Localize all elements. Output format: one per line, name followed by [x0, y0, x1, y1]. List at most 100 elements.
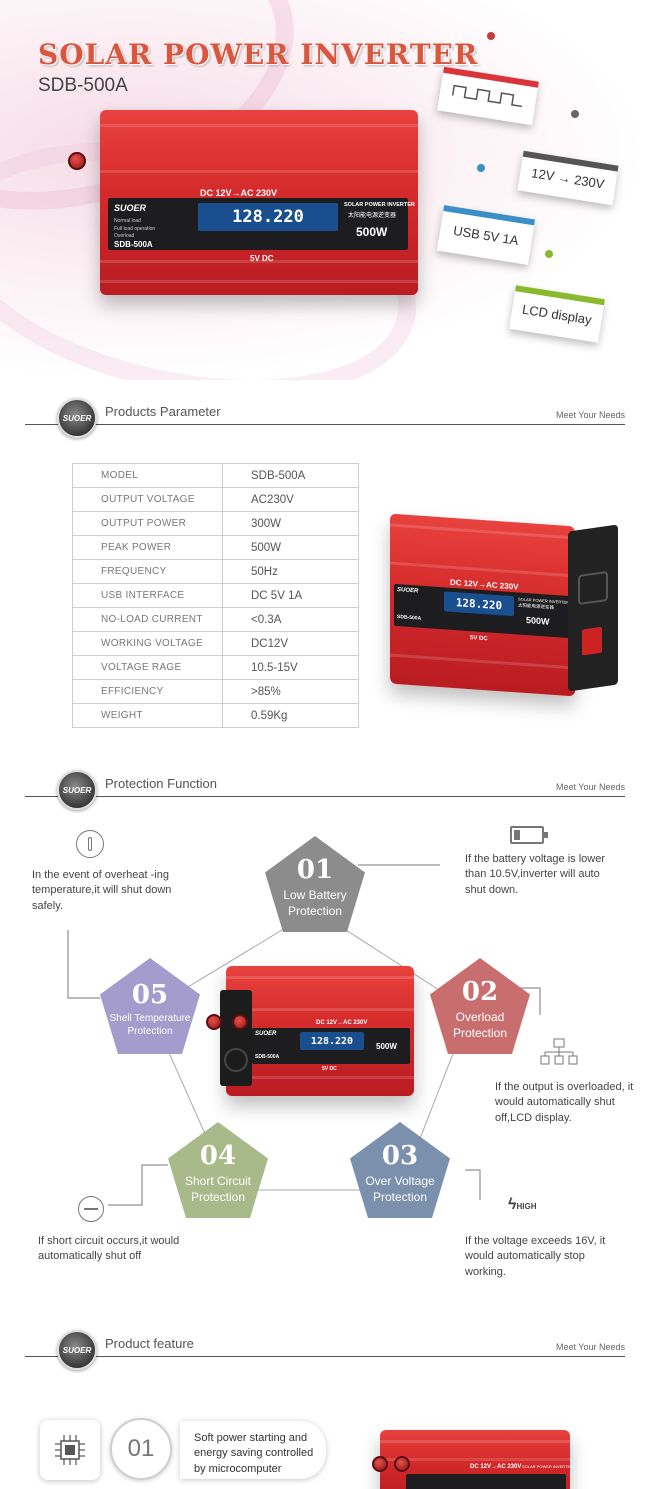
table-row: NO-LOAD CURRENT<0.3A — [72, 607, 359, 632]
page-title: SOLAR POWER INVERTER — [38, 38, 479, 71]
hero-banner: SOLAR POWER INVERTER SDB-500A DC 12V→AC … — [0, 0, 650, 380]
protection-number: 05 — [131, 979, 169, 1010]
section-subtitle: Meet Your Needs — [555, 782, 625, 792]
param-key: FREQUENCY — [72, 559, 223, 584]
wattage-label: 500W — [356, 225, 388, 239]
param-key: OUTPUT VOLTAGE — [72, 487, 223, 512]
dc-ac-label: DC 12V→AC 230V — [200, 188, 278, 198]
feature-inverter-image: DC 12V→AC 230V SOLAR POWER INVERTER — [372, 1430, 574, 1489]
tag-square-wave — [437, 66, 539, 126]
section-title: Products Parameter — [105, 404, 221, 419]
wattage-label: 500W — [526, 615, 550, 627]
tag-lcd-label: LCD display — [521, 301, 593, 327]
tag-lcd: LCD display — [509, 285, 605, 343]
pin-icon — [571, 110, 579, 118]
panel-subtitle: 太阳能电源逆变器 — [348, 213, 397, 219]
table-row: EFFICIENCY>85% — [72, 679, 359, 704]
protection-text-01: If the battery voltage is lower than 10.… — [465, 853, 606, 896]
dc-ac-label: DC 12V→AC 230V — [316, 1020, 368, 1026]
panel-subtitle: 太阳能电源逆变器 — [518, 602, 554, 610]
ac-socket-icon — [578, 570, 608, 606]
section-title: Product feature — [105, 1336, 194, 1351]
param-value: SDB-500A — [222, 463, 359, 488]
usb-label: 5V DC — [470, 635, 488, 643]
fan-icon — [224, 1048, 248, 1072]
lcd-display: 128.220 — [444, 591, 514, 617]
param-value: 50Hz — [222, 559, 359, 584]
param-value: 300W — [222, 511, 359, 536]
protection-label: Low Battery Protection — [283, 887, 347, 918]
lcd-display: 128.220 — [300, 1032, 364, 1050]
circuit-icon — [78, 1196, 104, 1222]
feature-number-01: 01 — [110, 1418, 172, 1480]
param-key: USB INTERFACE — [72, 583, 223, 608]
protection-text-02: If the output is overloaded, it would au… — [495, 1081, 634, 1124]
param-value: AC230V — [222, 487, 359, 512]
battery-icon — [510, 826, 548, 844]
protection-label: Shell Temperature Protection — [109, 1012, 191, 1038]
section-header-protection: SUOER Protection Function Meet Your Need… — [25, 770, 625, 810]
tag-usb: USB 5V 1A — [436, 205, 536, 265]
pin-icon — [477, 164, 485, 172]
param-key: EFFICIENCY — [72, 679, 223, 704]
network-overload-icon — [540, 1038, 578, 1065]
panel-model: SDB-500A — [255, 1054, 280, 1060]
lcd-display: 128.220 — [198, 203, 338, 231]
control-panel: SUOER SDB-500A 128.220 SOLAR POWER INVER… — [394, 583, 572, 639]
terminal-knob — [372, 1456, 388, 1472]
tag-usb-label: USB 5V 1A — [452, 222, 520, 248]
protection-text-05: In the event of overheat -ing temperatur… — [32, 869, 172, 912]
microchip-icon — [40, 1420, 100, 1480]
high-voltage-icon: ϟHIGH — [508, 1196, 537, 1213]
pin-icon — [487, 32, 495, 40]
protection-number: 03 — [381, 1140, 419, 1171]
param-value: DC 5V 1A — [222, 583, 359, 608]
tag-voltage: 12V → 230V — [517, 150, 619, 206]
control-panel: SUOER SDB-500A 128.220 500W — [252, 1028, 410, 1064]
protection-text-04: If short circuit occurs,it would automat… — [38, 1235, 180, 1263]
protection-label: Short Circuit Protection — [184, 1173, 252, 1204]
usb-label: 5V DC — [250, 254, 274, 263]
feature-text-01: Soft power starting and energy saving co… — [180, 1421, 326, 1479]
param-value: 0.59Kg — [222, 703, 359, 728]
high-voltage-label: HIGH — [516, 1202, 537, 1211]
power-switch-icon — [582, 626, 602, 656]
protection-label: Overload Protection — [452, 1009, 508, 1040]
param-key: NO-LOAD CURRENT — [72, 607, 223, 632]
param-value: <0.3A — [222, 607, 359, 632]
thermometer-icon — [76, 830, 104, 858]
param-key: MODEL — [72, 463, 223, 488]
protection-label: Over Voltage Protection — [365, 1173, 435, 1204]
brand-logo-icon: SUOER — [57, 1330, 97, 1370]
panel-model: SDB-500A — [114, 240, 153, 249]
inverter-side-socket — [568, 524, 618, 692]
protection-inverter-image: DC 12V→AC 230V SUOER SDB-500A 128.220 50… — [206, 966, 414, 1096]
usb-label: 5V DC — [322, 1066, 337, 1072]
terminal-knob — [68, 152, 86, 170]
brand-logo: SUOER — [255, 1031, 277, 1037]
tag-voltage-label: 12V → 230V — [530, 164, 606, 192]
param-value: DC12V — [222, 631, 359, 656]
panel-title: SOLAR POWER INVERTER — [344, 202, 415, 208]
section-subtitle: Meet Your Needs — [555, 1342, 625, 1352]
protection-number: 04 — [199, 1140, 237, 1171]
wattage-label: 500W — [376, 1042, 397, 1051]
pin-icon — [545, 250, 553, 258]
dc-ac-label: DC 12V→AC 230V — [470, 1464, 522, 1470]
param-value: >85% — [222, 679, 359, 704]
protection-number: 02 — [461, 976, 499, 1007]
section-header-parameter: SUOER Products Parameter Meet Your Needs — [25, 398, 625, 438]
param-key: WORKING VOLTAGE — [72, 631, 223, 656]
section-subtitle: Meet Your Needs — [555, 410, 625, 420]
panel-title: SOLAR POWER INVERTER — [522, 1464, 574, 1469]
